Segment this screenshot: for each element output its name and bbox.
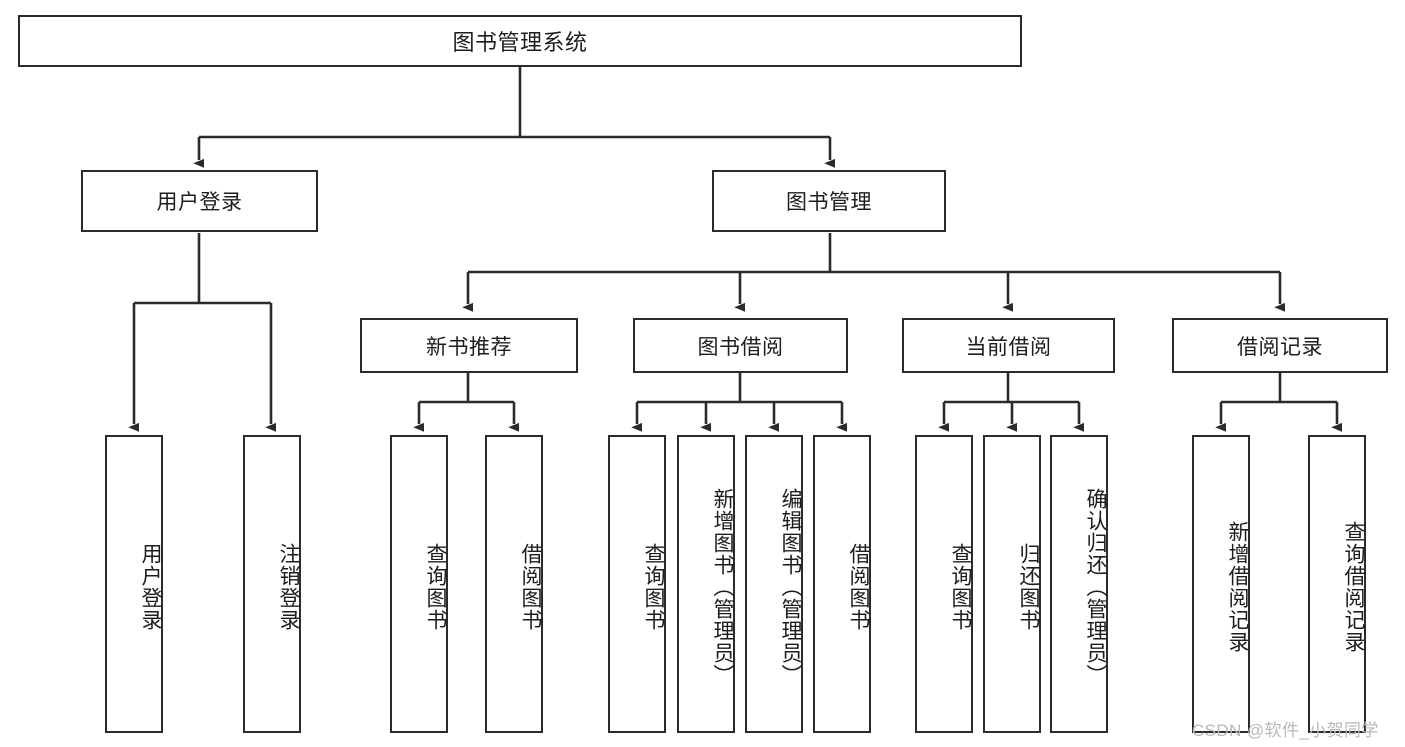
node-new-book-recommend[interactable]: 新书推荐 xyxy=(360,318,578,373)
node-book-borrow[interactable]: 图书借阅 xyxy=(633,318,848,373)
leaf-query-borrow-record[interactable]: 查询借阅记录 xyxy=(1308,435,1366,733)
leaf-confirm-return[interactable]: 确认归还（管理员） xyxy=(1050,435,1108,733)
node-user-login[interactable]: 用户登录 xyxy=(81,170,318,232)
watermark-credit: CSDN @软件_小贺同学 xyxy=(1192,721,1379,740)
leaf-edit-book[interactable]: 编辑图书（管理员） xyxy=(745,435,803,733)
node-book-management[interactable]: 图书管理 xyxy=(712,170,946,232)
node-borrow-record[interactable]: 借阅记录 xyxy=(1172,318,1388,373)
leaf-return-book[interactable]: 归还图书 xyxy=(983,435,1041,733)
leaf-query-book-borrow[interactable]: 查询图书 xyxy=(608,435,666,733)
leaf-user-login[interactable]: 用户登录 xyxy=(105,435,163,733)
leaf-borrow-book[interactable]: 借阅图书 xyxy=(813,435,871,733)
leaf-add-book[interactable]: 新增图书（管理员） xyxy=(677,435,735,733)
leaf-query-book-current[interactable]: 查询图书 xyxy=(915,435,973,733)
leaf-logout-login[interactable]: 注销登录 xyxy=(243,435,301,733)
leaf-borrow-book-recommend[interactable]: 借阅图书 xyxy=(485,435,543,733)
leaf-query-book-recommend[interactable]: 查询图书 xyxy=(390,435,448,733)
node-root-system[interactable]: 图书管理系统 xyxy=(18,15,1022,67)
leaf-add-borrow-record[interactable]: 新增借阅记录 xyxy=(1192,435,1250,733)
node-current-borrow[interactable]: 当前借阅 xyxy=(902,318,1115,373)
